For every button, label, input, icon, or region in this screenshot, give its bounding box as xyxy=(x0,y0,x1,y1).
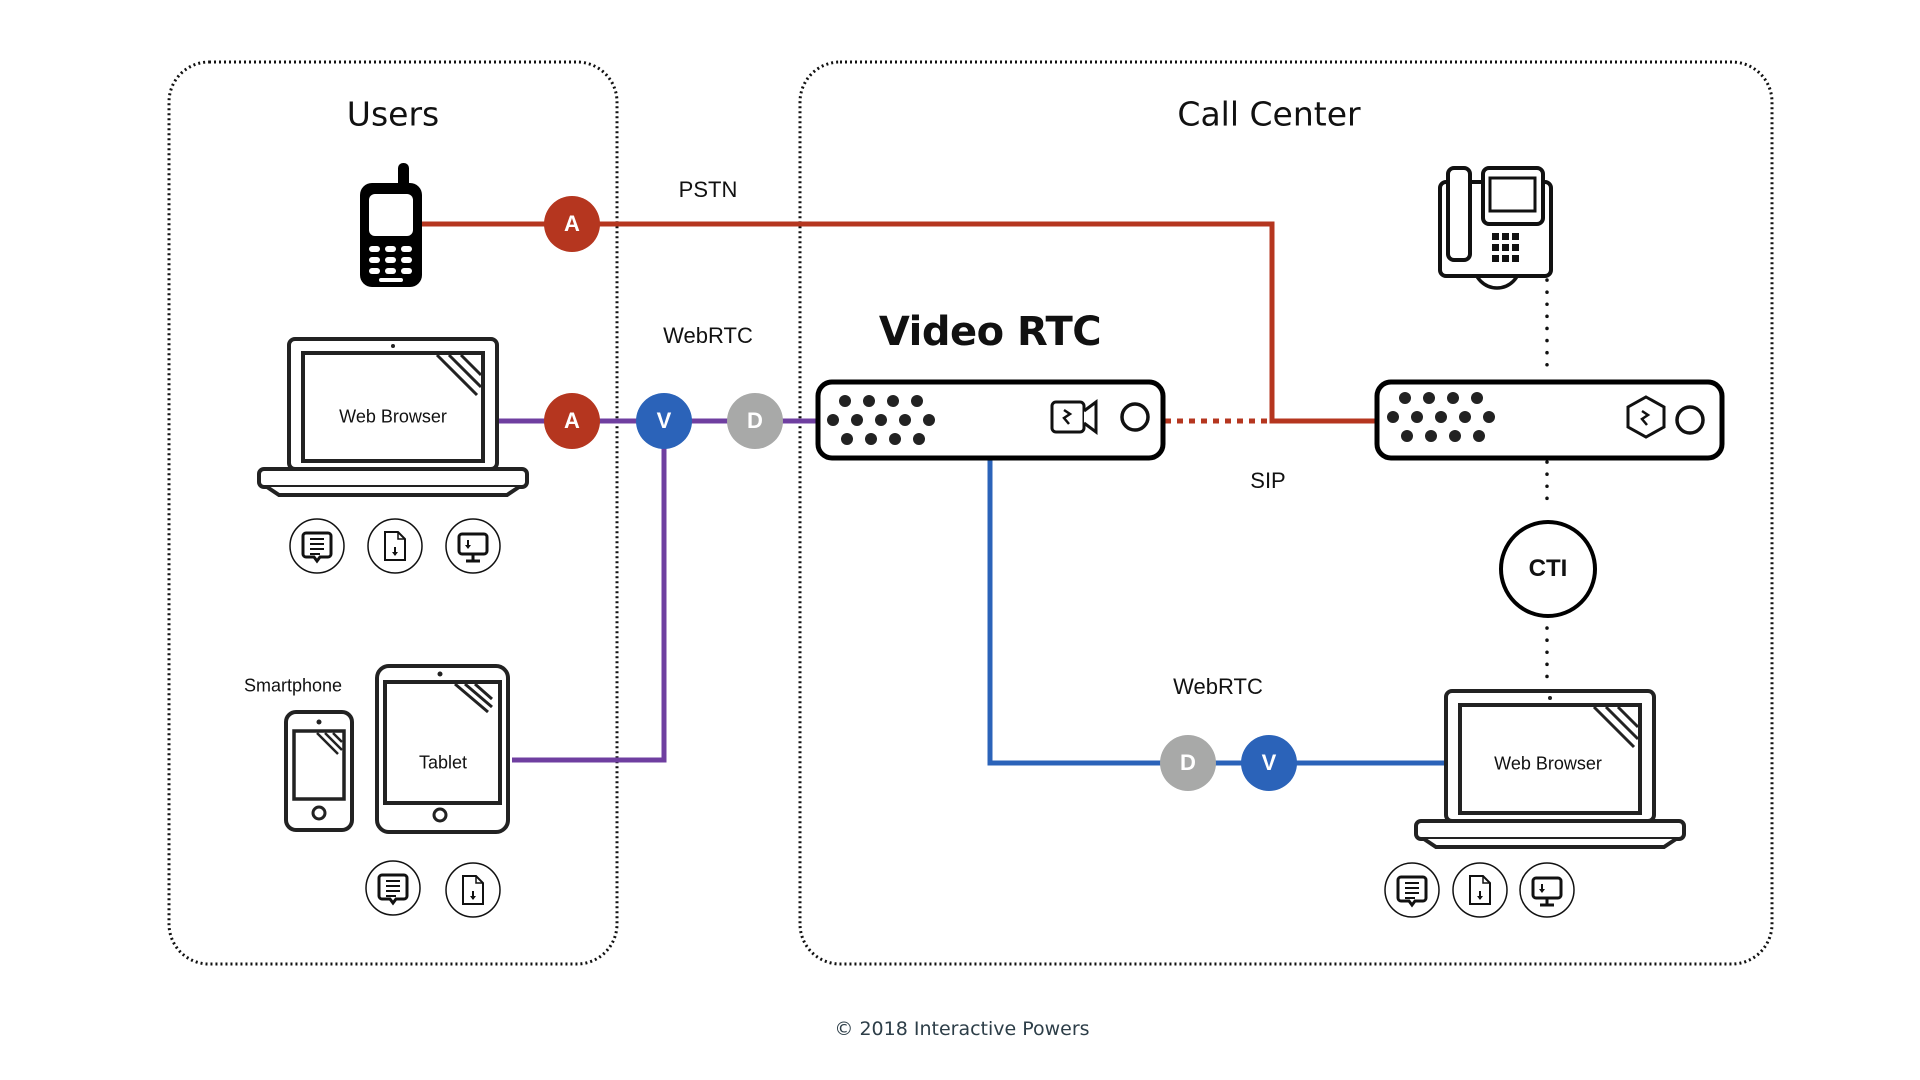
copyright-footer: © 2018 Interactive Powers xyxy=(834,1018,1090,1040)
screen-share-icon xyxy=(445,518,501,574)
chat-icon xyxy=(289,518,345,574)
video-badge: V xyxy=(636,393,692,449)
users-group-box xyxy=(167,60,619,966)
user-laptop-label: Web Browser xyxy=(339,406,447,427)
webrtc-mobile-line xyxy=(512,421,667,763)
video-rtc-appliance-icon xyxy=(815,379,1166,461)
file-download-icon xyxy=(445,862,501,918)
webrtc-agent-line xyxy=(987,460,1444,766)
mobile-phone-icon xyxy=(360,163,422,287)
pbx-switch-icon xyxy=(1374,379,1725,461)
video-badge: V xyxy=(1241,735,1297,791)
users-group-title: Users xyxy=(346,94,440,134)
cti-label: CTI xyxy=(1528,555,1568,582)
agent-laptop-feature-icons xyxy=(1384,862,1575,918)
pstn-label: PSTN xyxy=(678,177,738,202)
agent-laptop-label: Web Browser xyxy=(1494,753,1602,774)
webrtc-users-label: WebRTC xyxy=(663,323,753,348)
smartphone-label: Smartphone xyxy=(243,675,343,696)
audio-badge: A xyxy=(544,196,600,252)
screen-share-icon xyxy=(1519,862,1575,918)
tablet-label: Tablet xyxy=(418,752,468,773)
data-badge: D xyxy=(1160,735,1216,791)
data-badge: D xyxy=(727,393,783,449)
file-download-icon xyxy=(367,518,423,574)
user-laptop-feature-icons xyxy=(289,518,501,574)
pstn-line xyxy=(422,221,1375,424)
call-center-group-box xyxy=(798,60,1774,966)
cti-node: CTI xyxy=(1499,520,1597,618)
mobile-feature-icons xyxy=(365,860,501,918)
webrtc-agent-label: WebRTC xyxy=(1173,674,1263,699)
chat-icon xyxy=(1384,862,1440,918)
desk-phone-icon xyxy=(1438,166,1553,290)
product-title: Video RTC xyxy=(878,309,1102,355)
sip-label: SIP xyxy=(1250,468,1286,493)
chat-icon xyxy=(365,860,421,916)
file-download-icon xyxy=(1452,862,1508,918)
call-center-group-title: Call Center xyxy=(1177,94,1361,134)
smartphone-icon xyxy=(284,710,354,832)
audio-badge: A xyxy=(544,393,600,449)
tablet-icon xyxy=(375,664,510,834)
